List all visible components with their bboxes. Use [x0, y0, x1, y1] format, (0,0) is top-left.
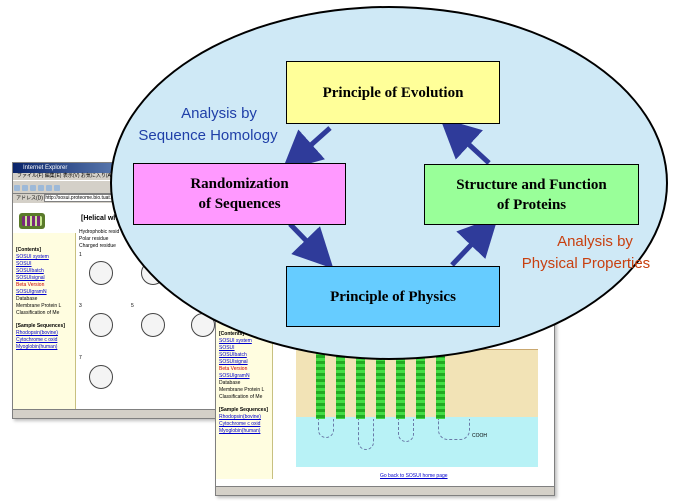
- contents-item[interactable]: SOSUIbatch: [16, 268, 44, 274]
- arrow-evolution-to-randomization: [281, 126, 332, 171]
- sample-item[interactable]: Cytochrome c oxid: [219, 421, 261, 427]
- helical-wheel: [89, 365, 113, 389]
- helix-segment: [396, 349, 405, 419]
- sample-item[interactable]: Rhodopsin(bovine): [16, 330, 58, 336]
- loop: [358, 419, 374, 450]
- helix-segment: [416, 349, 425, 419]
- sample-heading: [Sample Sequences]: [219, 407, 268, 413]
- database-sub: Classification of Me: [16, 310, 60, 316]
- database-sub: Membrane Protein L: [219, 387, 265, 393]
- home-icon: [46, 185, 52, 191]
- sample-item[interactable]: Myoglobin(human): [219, 428, 261, 434]
- contents-item: Beta Version: [16, 282, 45, 288]
- annotation-sequence-homology: Analysis by Sequence Homology: [118, 103, 298, 147]
- terminus-label: COOH: [472, 433, 487, 439]
- node-principle-of-physics: Principle of Physics: [286, 266, 500, 327]
- legend-line: Polar residue: [79, 236, 109, 242]
- left-sidebar: [Contents] SOSUI system SOSUI SOSUIbatch…: [13, 233, 76, 409]
- footer-link[interactable]: Go back to SOSUI home page: [380, 473, 448, 479]
- node-principle-of-evolution: Principle of Evolution: [286, 61, 500, 124]
- helix-segment: [376, 349, 385, 419]
- contents-item[interactable]: SOSUI system: [16, 254, 49, 260]
- page-heading: [Helical whe: [81, 215, 122, 222]
- contents-item[interactable]: SOSUI: [16, 261, 32, 267]
- helix-segment: [316, 349, 325, 419]
- wheel-number: 3: [79, 303, 82, 309]
- annotation-line: Physical Properties: [521, 255, 651, 272]
- legend-line: Charged residue: [79, 243, 116, 249]
- contents-item[interactable]: SOSUI system: [219, 338, 252, 344]
- helix-segment: [436, 349, 445, 419]
- database-item: Database: [219, 380, 241, 386]
- helical-wheel: [89, 313, 113, 337]
- helix-segment: [356, 349, 365, 419]
- back-icon: [14, 185, 20, 191]
- annotation-line: Sequence Homology: [138, 127, 278, 144]
- wheel-number: 1: [79, 252, 82, 258]
- sample-heading: [Sample Sequences]: [16, 323, 65, 329]
- sample-item[interactable]: Cytochrome c oxid: [16, 337, 58, 343]
- address-label: アドレス(D): [16, 195, 43, 202]
- arrow-structure-to-evolution: [439, 117, 491, 165]
- node-label: Principle of Evolution: [322, 84, 464, 101]
- forward-icon: [22, 185, 28, 191]
- contents-item[interactable]: SOSUIgramN: [16, 289, 47, 295]
- refresh-icon: [38, 185, 44, 191]
- loop: [398, 419, 414, 442]
- arrow-physics-to-structure: [450, 216, 499, 267]
- right-statusbar: [216, 486, 554, 495]
- legend-line: Hydrophobic resid: [79, 229, 120, 235]
- contents-item: Beta Version: [219, 366, 248, 372]
- sosui-logo: [19, 213, 45, 229]
- contents-item[interactable]: SOSUIbatch: [219, 352, 247, 358]
- wheel-number: 5: [131, 303, 134, 309]
- contents-item[interactable]: SOSUIgramN: [219, 373, 250, 379]
- contents-heading: [Contents]: [16, 247, 41, 253]
- helical-wheel: [89, 261, 113, 285]
- annotation-line: Analysis by: [181, 105, 257, 122]
- database-sub: Membrane Protein L: [16, 303, 62, 309]
- database-item: Database: [16, 296, 38, 302]
- stop-icon: [30, 185, 36, 191]
- wheel-number: 7: [79, 355, 82, 361]
- node-label: Principle of Physics: [330, 288, 456, 305]
- contents-item[interactable]: SOSUIsignal: [16, 275, 45, 281]
- arrow-randomization-to-physics: [288, 222, 334, 269]
- sample-item[interactable]: Myoglobin(human): [16, 344, 58, 350]
- helical-wheel: [141, 313, 165, 337]
- contents-heading: [Contents]: [219, 331, 244, 337]
- annotation-physical-properties: Analysis by Physical Properties: [497, 231, 675, 275]
- loop: [318, 419, 334, 438]
- contents-item[interactable]: SOSUI: [219, 345, 235, 351]
- search-icon: [54, 185, 60, 191]
- loop: [438, 419, 470, 440]
- cytoplasm-layer: [296, 417, 538, 467]
- helix-segment: [336, 349, 345, 419]
- left-statusbar: [13, 409, 218, 418]
- sample-item[interactable]: Rhodopsin(bovine): [219, 414, 261, 420]
- annotation-line: Analysis by: [557, 233, 633, 250]
- database-sub: Classification of Me: [219, 394, 263, 400]
- contents-item[interactable]: SOSUIsignal: [219, 359, 248, 365]
